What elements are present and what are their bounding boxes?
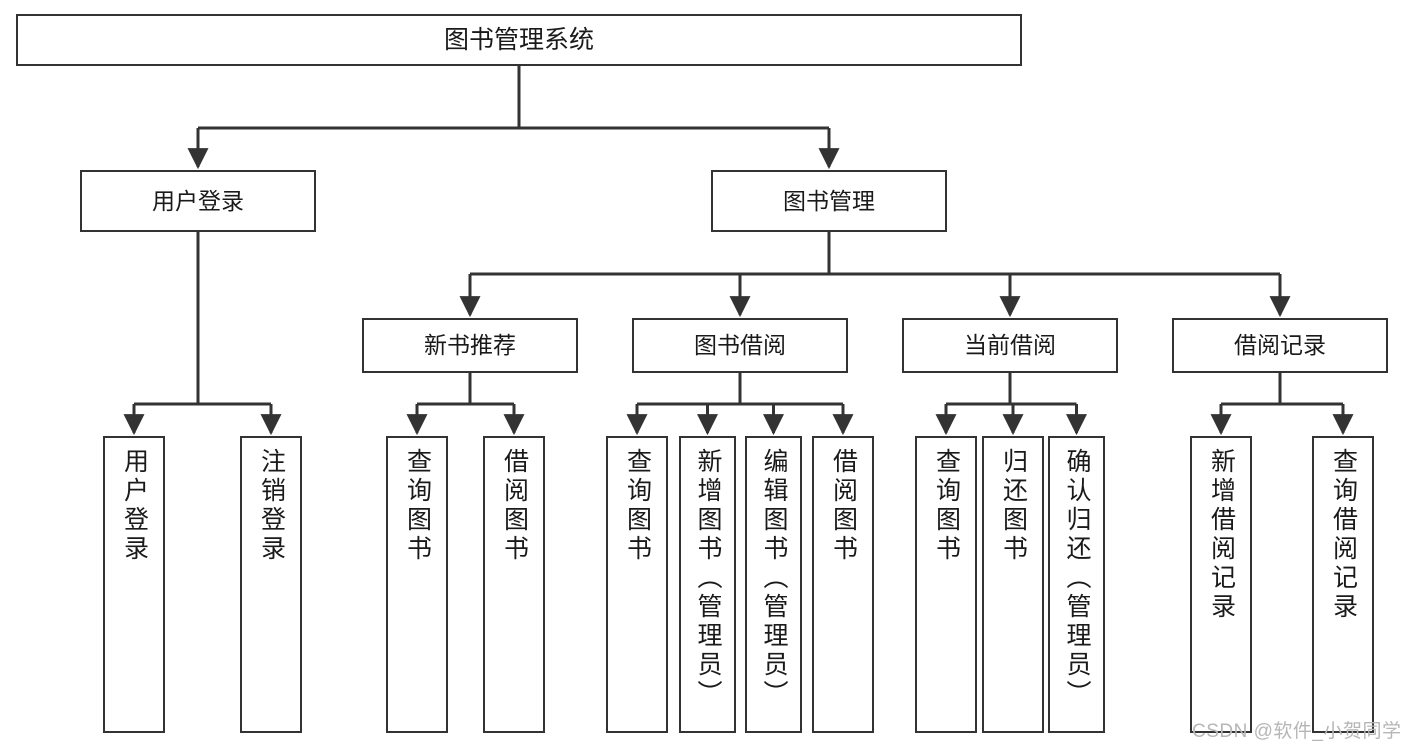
- node-leaf-return-book[interactable]: 归还图书: [982, 436, 1044, 733]
- node-label: 注销登录: [257, 448, 286, 564]
- node-label: 新增图书（管理员）: [694, 448, 722, 709]
- node-label: 借阅图书: [829, 448, 858, 564]
- node-book-borrow[interactable]: 图书借阅: [632, 318, 848, 373]
- node-label: 用户登录: [120, 448, 149, 564]
- node-leaf-add-record[interactable]: 新增借阅记录: [1190, 436, 1252, 733]
- node-label: 图书管理系统: [443, 25, 594, 54]
- node-leaf-borrow-book-rec[interactable]: 借阅图书: [483, 436, 545, 733]
- node-leaf-query-book-cur[interactable]: 查询图书: [915, 436, 977, 733]
- node-label: 查询图书: [932, 448, 961, 564]
- node-label: 确认归还（管理员）: [1063, 448, 1091, 709]
- node-label: 图书借阅: [694, 332, 786, 359]
- node-leaf-confirm-return[interactable]: 确认归还（管理员）: [1048, 436, 1105, 733]
- node-leaf-add-book[interactable]: 新增图书（管理员）: [679, 436, 736, 733]
- node-label: 用户登录: [152, 187, 244, 214]
- node-current-borrow[interactable]: 当前借阅: [902, 318, 1118, 373]
- node-borrow-record[interactable]: 借阅记录: [1172, 318, 1388, 373]
- node-leaf-query-record[interactable]: 查询借阅记录: [1312, 436, 1374, 733]
- node-label: 编辑图书（管理员）: [760, 448, 788, 709]
- node-leaf-user-login[interactable]: 用户登录: [103, 436, 165, 733]
- node-leaf-query-book-rec[interactable]: 查询图书: [386, 436, 448, 733]
- connector-edges: [123, 66, 1354, 436]
- node-root[interactable]: 图书管理系统: [16, 14, 1022, 66]
- node-label: 查询图书: [623, 448, 652, 564]
- node-label: 借阅图书: [500, 448, 529, 564]
- node-label: 查询借阅记录: [1329, 448, 1358, 622]
- node-label: 查询图书: [403, 448, 432, 564]
- node-new-book-rec[interactable]: 新书推荐: [362, 318, 578, 373]
- node-leaf-query-book-borrow[interactable]: 查询图书: [606, 436, 668, 733]
- node-label: 借阅记录: [1234, 332, 1326, 359]
- node-label: 当前借阅: [964, 332, 1056, 359]
- node-label: 归还图书: [999, 448, 1028, 564]
- node-label: 图书管理: [783, 187, 875, 214]
- node-leaf-borrow-book[interactable]: 借阅图书: [812, 436, 874, 733]
- csdn-watermark: CSDN @软件_小贺同学: [1192, 721, 1402, 742]
- node-label: 新书推荐: [424, 332, 516, 359]
- node-user-login[interactable]: 用户登录: [80, 170, 316, 232]
- node-leaf-edit-book[interactable]: 编辑图书（管理员）: [745, 436, 802, 733]
- node-label: 新增借阅记录: [1207, 448, 1236, 622]
- node-book-manage[interactable]: 图书管理: [711, 170, 947, 232]
- node-leaf-user-logout[interactable]: 注销登录: [240, 436, 302, 733]
